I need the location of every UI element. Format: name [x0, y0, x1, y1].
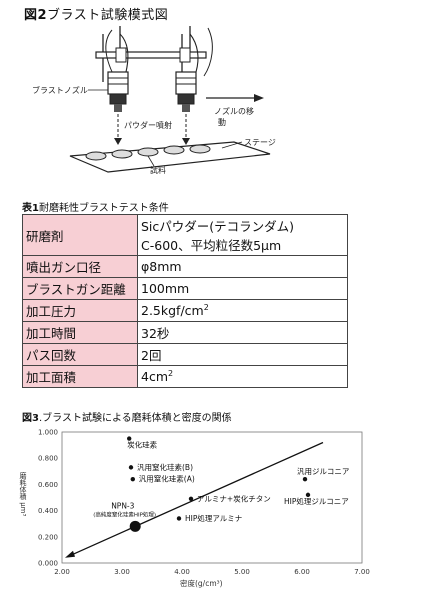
blast-conditions-table: 研磨剤 Sicパウダー(テコランダム) C-600、平均粒径数5μm 噴出ガン口…: [22, 214, 348, 388]
row-key: 研磨剤: [22, 214, 138, 256]
row-value: Sicパウダー(テコランダム) C-600、平均粒径数5μm: [137, 214, 348, 256]
label-nozzle-move: ノズルの移: [214, 107, 254, 116]
table-row: ブラストガン距離 100mm: [22, 277, 348, 300]
data-point: [176, 516, 182, 521]
row-value-text: 2.5kgf/cm: [141, 303, 204, 319]
row-key: パス回数: [22, 343, 138, 366]
blast-test-diagram: [69, 26, 271, 173]
table1-title-text: 耐磨耗性ブラストテスト条件: [38, 203, 169, 214]
table1-title: 表1耐磨耗性ブラストテスト条件: [22, 199, 169, 214]
fig3-title-prefix: 図3: [22, 413, 39, 424]
x-axis-label: 密度(g/cm³): [180, 579, 223, 588]
fig3-title-text: .ブラスト試験による磨耗体積と密度の関係: [38, 413, 232, 424]
fig2-title-text: ブラスト試験模式図: [47, 8, 169, 23]
x-tick-label: 3.00: [114, 568, 130, 576]
row-value-line2: C-600、平均粒径数5μm: [141, 238, 282, 253]
data-point: [130, 476, 135, 482]
data-point: [305, 492, 311, 498]
y-tick-label: 0.200: [38, 533, 58, 541]
data-point: [128, 465, 134, 470]
y-tick-label: 0.800: [38, 455, 58, 463]
y-tick-label: 0.600: [38, 481, 58, 489]
point-label: 炭化珪素: [127, 440, 157, 450]
x-tick-label: 2.00: [54, 568, 70, 576]
y-tick-label: 0.400: [38, 507, 58, 515]
y-tick-label: 1.000: [38, 429, 58, 437]
label-powder-spray: パウダー噴射: [124, 121, 172, 130]
trend-arrowhead: [65, 550, 75, 558]
y-tick-label: 0.000: [38, 560, 58, 568]
row-value-sup: 2: [168, 368, 174, 378]
row-key: 加工時間: [22, 321, 138, 344]
x-tick-label: 7.00: [354, 568, 370, 576]
row-key: 加工面積: [22, 365, 138, 388]
table-row: 加工面積 4cm2: [22, 365, 348, 388]
point-label: 汎用ジルコニア: [297, 467, 349, 476]
data-point: [188, 496, 194, 502]
x-tick-label: 5.00: [234, 568, 250, 576]
table-row: 噴出ガン口径 φ8mm: [22, 255, 348, 278]
row-key: 加工圧力: [22, 299, 138, 322]
data-point: [302, 476, 308, 482]
row-key: 噴出ガン口径: [22, 255, 138, 278]
row-value-line1: Sicパウダー(テコランダム): [141, 219, 295, 234]
row-value: 100mm: [137, 277, 348, 300]
row-key: ブラストガン距離: [22, 277, 138, 300]
label-sample: 試料: [150, 166, 166, 175]
plot-frame: [61, 431, 363, 564]
label-stage: ステージ: [244, 138, 276, 147]
row-value: 2回: [137, 343, 348, 366]
fig2-title: 図2ブラスト試験模式図: [24, 4, 168, 23]
table-row: 加工圧力 2.5kgf/cm2: [22, 299, 348, 322]
fig2-title-prefix: 図2: [24, 8, 48, 23]
wear-density-chart: 0.000 0.200 0.400 0.600 0.800 1.000 2.00 3.00 4.…: [38, 429, 370, 577]
point-sublabel: (高純度窒化珪素HIP処理): [93, 510, 156, 518]
point-label: 汎用窒化珪素(A): [139, 474, 195, 484]
fig3-title: 図3.ブラスト試験による磨耗体積と密度の関係: [22, 409, 232, 424]
label-blast-nozzle: ブラストノズル: [32, 86, 88, 95]
point-label: 汎用窒化珪素(B): [137, 462, 193, 472]
point-label: アルミナ+炭化チタン: [197, 493, 271, 503]
trend-line: [70, 441, 324, 556]
row-value-text: 4cm: [141, 369, 169, 385]
x-tick-label: 6.00: [294, 568, 310, 576]
row-value: 4cm2: [137, 365, 348, 388]
table-row: 加工時間 32秒: [22, 321, 348, 344]
point-label: HIP処理ジルコニア: [284, 496, 349, 506]
data-point: [127, 436, 132, 441]
table-row: 研磨剤 Sicパウダー(テコランダム) C-600、平均粒径数5μm: [22, 214, 348, 256]
row-value: 2.5kgf/cm2: [137, 299, 348, 322]
point-label: NPN-3: [111, 501, 134, 510]
row-value: φ8mm: [137, 255, 348, 278]
label-nozzle-move-2: 動: [218, 118, 226, 127]
data-point: [129, 520, 141, 532]
row-value: 32秒: [137, 321, 348, 344]
table-row: パス回数 2回: [22, 343, 348, 366]
table1-title-prefix: 表1: [22, 203, 39, 214]
y-axis-label: 磨耗体積 μm³: [19, 472, 27, 517]
point-label: HIP処理アルミナ: [185, 513, 242, 523]
row-value-sup: 2: [203, 302, 209, 312]
x-tick-label: 4.00: [174, 568, 190, 576]
